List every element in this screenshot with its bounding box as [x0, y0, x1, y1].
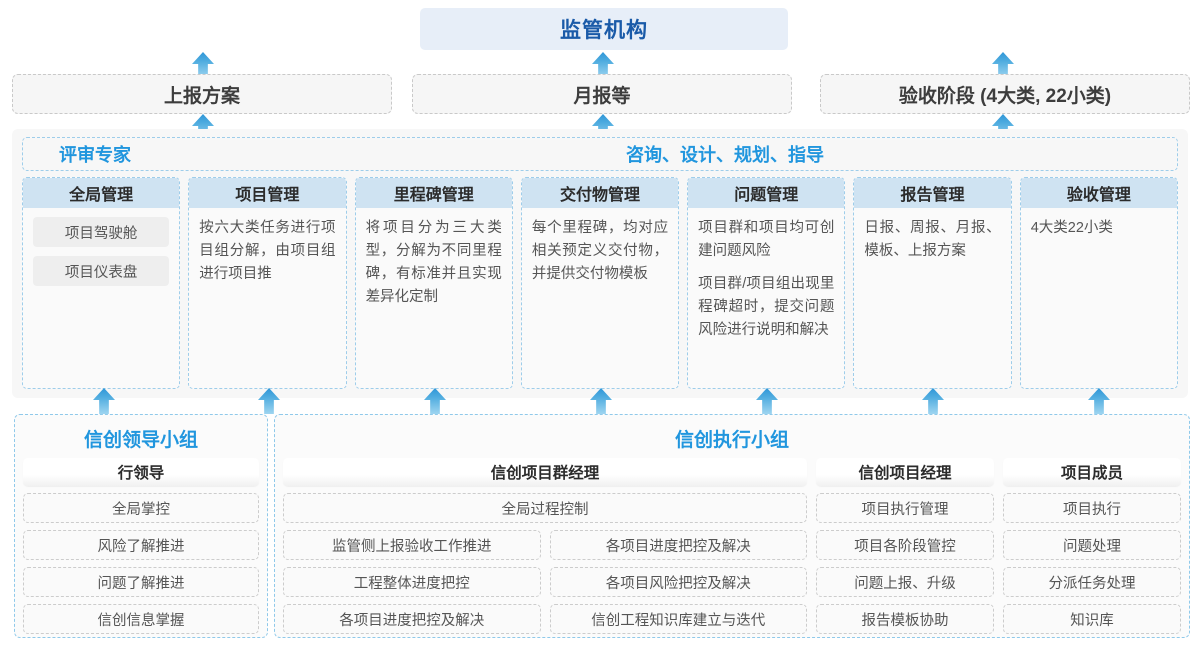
task-item[interactable]: 各项目进度把控及解决: [283, 604, 541, 634]
task-item-global-process-control[interactable]: 全局过程控制: [283, 493, 807, 523]
task-item[interactable]: 全局掌控: [23, 493, 259, 523]
column-paragraph: 日报、周报、月报、模板、上报方案: [864, 220, 1001, 259]
column-title: 里程碑管理: [355, 178, 512, 208]
column-paragraph: 项目群和项目均可创建问题风险: [698, 220, 835, 259]
role-header-program-manager[interactable]: 信创项目群经理: [283, 458, 807, 486]
column-title: 问题管理: [688, 178, 845, 208]
column-body: 将项目分为三大类型，分解为不同里程碑，有标准并且实现差异化定制: [356, 208, 512, 388]
task-item[interactable]: 监管侧上报验收工作推进: [283, 530, 541, 560]
role-column-project-manager: 信创项目经理 项目执行管理 项目各阶段管控 问题上报、升级 报告模板协助: [816, 458, 994, 634]
column-title: 项目管理: [189, 178, 346, 208]
column-paragraph: 4大类22小类: [1030, 220, 1113, 236]
task-item[interactable]: 信创工程知识库建立与迭代: [549, 604, 807, 634]
deliverable-box-report-plan: 上报方案: [12, 74, 392, 114]
capability-column-milestone-management[interactable]: 里程碑管理 将项目分为三大类型，分解为不同里程碑，有标准并且实现差异化定制: [354, 177, 513, 389]
role-header-project-member[interactable]: 项目成员: [1003, 458, 1181, 486]
capability-column-global-management[interactable]: 全局管理 项目驾驶舱 项目仪表盘: [22, 177, 181, 389]
platform-panel-header: 评审专家 咨询、设计、规划、指导: [22, 137, 1178, 171]
task-item[interactable]: 问题处理: [1003, 530, 1181, 560]
execution-group-panel: 信创执行小组 信创项目群经理 全局过程控制 监管侧上报验收工作推进 各项目进度把…: [274, 414, 1190, 638]
task-item[interactable]: 工程整体进度把控: [283, 567, 541, 597]
role-header-project-manager[interactable]: 信创项目经理: [816, 458, 994, 486]
leadership-role-stack: 行领导 全局掌控 风险了解推进 问题了解推进 信创信息掌握: [15, 458, 267, 634]
capability-column-list: 全局管理 项目驾驶舱 项目仪表盘 项目管理 按六大类任务进行项目组分解，由项目组…: [22, 177, 1178, 389]
task-item[interactable]: 知识库: [1003, 604, 1181, 634]
task-item[interactable]: 项目执行: [1003, 493, 1181, 523]
leadership-group-title: 信创领导小组: [83, 430, 198, 451]
deliverable-label: 上报方案: [163, 85, 240, 107]
execution-group-title: 信创执行小组: [674, 430, 789, 451]
deliverable-box-monthly-report: 月报等: [412, 74, 792, 114]
column-paragraph: 每个里程碑，均对应相关预定义交付物，并提供交付物模板: [531, 220, 669, 282]
task-item[interactable]: 问题了解推进: [23, 567, 259, 597]
column-title: 全局管理: [23, 178, 180, 208]
column-title: 交付物管理: [521, 178, 679, 208]
regulator-box: 监管机构: [420, 8, 788, 50]
capability-column-deliverable-management[interactable]: 交付物管理 每个里程碑，均对应相关预定义交付物，并提供交付物模板: [520, 177, 680, 389]
capability-column-issue-management[interactable]: 问题管理 项目群和项目均可创建问题风险 项目群/项目组出现里程碑超时，提交问题风…: [687, 177, 846, 389]
task-row: 工程整体进度把控 各项目风险把控及解决: [283, 567, 807, 597]
task-item[interactable]: 风险了解推进: [23, 530, 259, 560]
chip-item[interactable]: 项目仪表盘: [33, 256, 170, 286]
task-item[interactable]: 分派任务处理: [1003, 567, 1181, 597]
review-expert-label: 评审专家: [59, 145, 131, 165]
task-row: 各项目进度把控及解决 信创工程知识库建立与迭代: [283, 604, 807, 634]
execution-role-columns: 信创项目群经理 全局过程控制 监管侧上报验收工作推进 各项目进度把控及解决 工程…: [275, 458, 1189, 634]
column-body: 每个里程碑，均对应相关预定义交付物，并提供交付物模板: [522, 208, 678, 388]
platform-capability-panel: 评审专家 咨询、设计、规划、指导 全局管理 项目驾驶舱 项目仪表盘 项目管理 按…: [12, 129, 1188, 398]
capability-column-report-management[interactable]: 报告管理 日报、周报、月报、模板、上报方案: [853, 177, 1012, 389]
chip-item[interactable]: 项目驾驶舱: [33, 217, 170, 247]
column-paragraph: 项目群/项目组出现里程碑超时，提交问题风险进行说明和解决: [698, 275, 835, 338]
deliverable-label: 月报等: [573, 85, 631, 107]
leadership-group-panel: 信创领导小组 行领导 全局掌控 风险了解推进 问题了解推进 信创信息掌握: [14, 414, 268, 638]
role-column-program-manager: 信创项目群经理 全局过程控制 监管侧上报验收工作推进 各项目进度把控及解决 工程…: [283, 458, 807, 634]
task-item[interactable]: 各项目进度把控及解决: [549, 530, 807, 560]
column-paragraph: 按六大类任务进行项目组分解，由项目组进行项目推: [199, 220, 336, 282]
task-item[interactable]: 报告模板协助: [816, 604, 994, 634]
task-row: 监管侧上报验收工作推进 各项目进度把控及解决: [283, 530, 807, 560]
task-item[interactable]: 信创信息掌握: [23, 604, 259, 634]
role-column-project-member: 项目成员 项目执行 问题处理 分派任务处理 知识库: [1003, 458, 1181, 634]
column-paragraph: 将项目分为三大类型，分解为不同里程碑，有标准并且实现差异化定制: [365, 220, 502, 305]
capability-column-acceptance-management[interactable]: 验收管理 4大类22小类: [1019, 177, 1178, 389]
regulator-label: 监管机构: [560, 19, 648, 42]
column-body: 日报、周报、月报、模板、上报方案: [854, 208, 1010, 388]
deliverable-label: 验收阶段 (4大类, 22小类): [898, 85, 1112, 107]
capability-column-project-management[interactable]: 项目管理 按六大类任务进行项目组分解，由项目组进行项目推: [188, 177, 347, 389]
column-body: 项目驾驶舱 项目仪表盘: [23, 208, 179, 388]
column-title: 报告管理: [854, 178, 1011, 208]
deliverable-box-acceptance-stage: 验收阶段 (4大类, 22小类): [820, 74, 1190, 114]
task-item[interactable]: 项目各阶段管控: [816, 530, 994, 560]
consulting-label: 咨询、设计、规划、指导: [626, 145, 824, 165]
column-body: 项目群和项目均可创建问题风险 项目群/项目组出现里程碑超时，提交问题风险进行说明…: [688, 208, 844, 388]
column-body: 4大类22小类: [1021, 208, 1177, 388]
task-item[interactable]: 项目执行管理: [816, 493, 994, 523]
task-item[interactable]: 各项目风险把控及解决: [549, 567, 807, 597]
column-title: 验收管理: [1020, 178, 1177, 208]
task-item[interactable]: 问题上报、升级: [816, 567, 994, 597]
column-body: 按六大类任务进行项目组分解，由项目组进行项目推: [189, 208, 345, 388]
role-header-bank-leader[interactable]: 行领导: [23, 458, 259, 486]
